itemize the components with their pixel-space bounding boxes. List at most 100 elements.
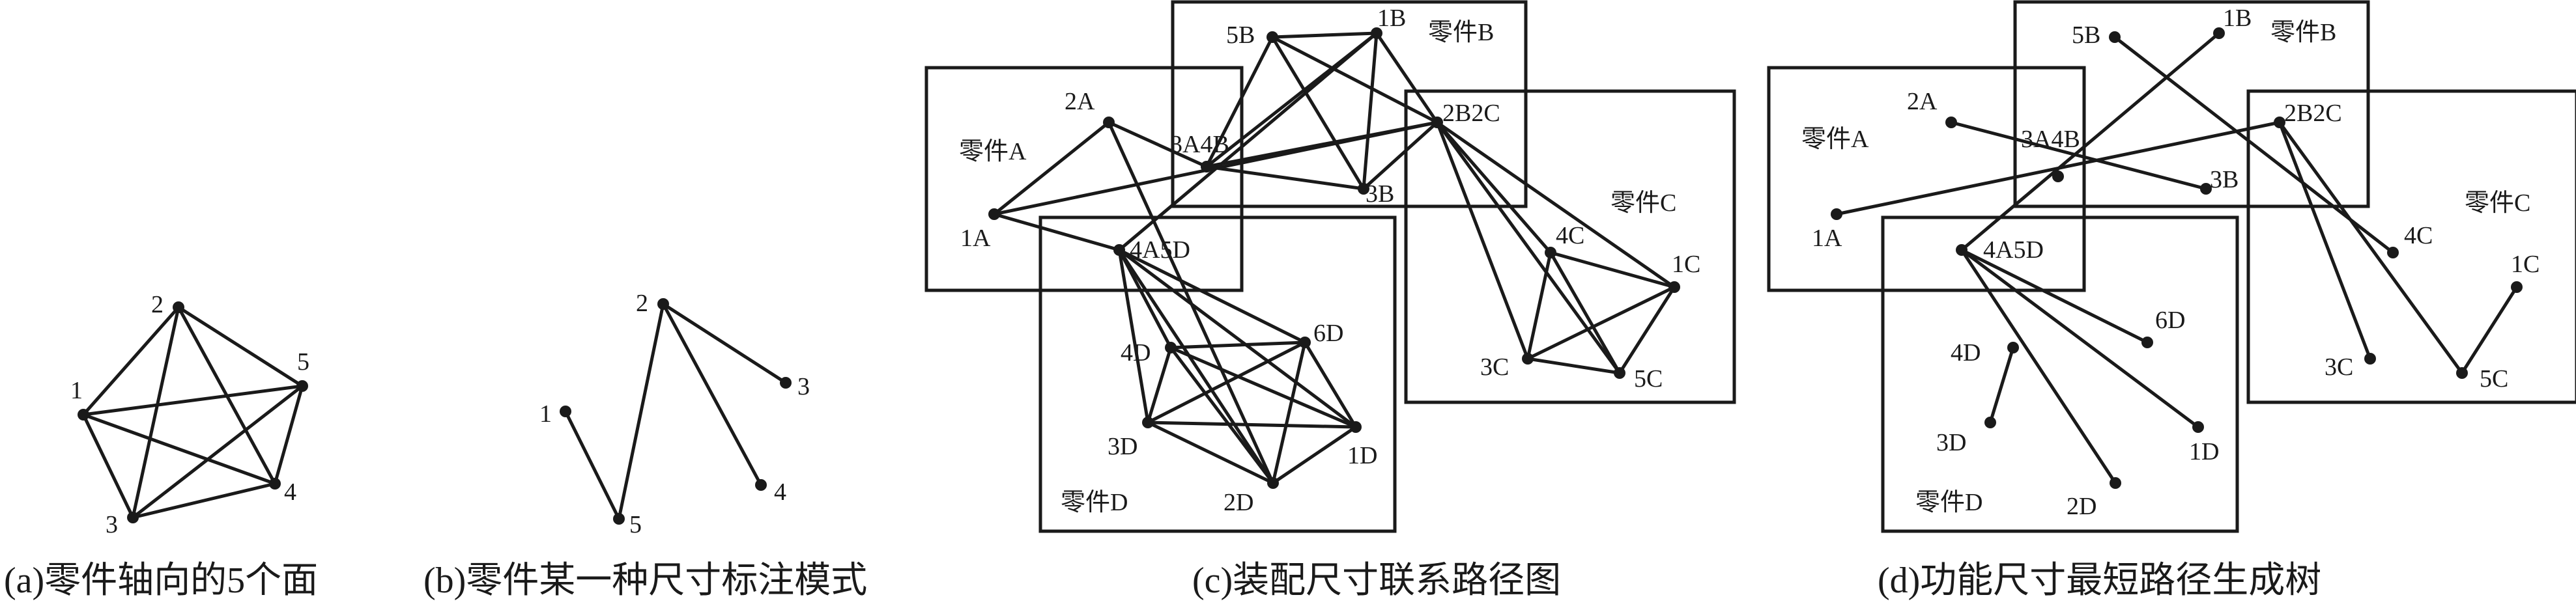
edge-3A4B-3B [1206, 165, 1364, 191]
panel-d-part-boxes [1767, 0, 2576, 533]
tree-edge-4A5D-6D [1960, 248, 2149, 344]
node-c-2A-label: 2A [1065, 88, 1095, 115]
node-d-3B [2200, 183, 2212, 195]
node-b-5 [613, 513, 625, 525]
node-c-3B [1358, 183, 1369, 195]
node-d-4D [2007, 342, 2019, 353]
node-c-4D [1165, 342, 1177, 353]
panel-c-labels: 零件A 零件B 零件C 零件D 1A 2A 3A4B 5B 1B 2B2C 3B… [959, 5, 1700, 516]
node-d-3B-label: 3B [2210, 166, 2239, 193]
edge-b-1-5 [564, 410, 621, 520]
edge-1C-3C [1526, 285, 1676, 361]
edge-2B2C-5C [1435, 121, 1622, 374]
edge-2-4 [177, 306, 277, 485]
edge-2B2C-4C [1436, 121, 1552, 254]
tree-edge-2A-3B [1951, 120, 2207, 191]
edge-6D-3D [1147, 340, 1306, 424]
edge-1-3 [81, 413, 135, 519]
node-a-4 [269, 478, 281, 490]
edge-5B-3A4B [1205, 36, 1274, 168]
node-a-1 [78, 409, 89, 421]
part-b-label-d: 零件B [2270, 19, 2336, 46]
part-b-box-d [2013, 0, 2370, 208]
node-c-2A [1103, 117, 1115, 128]
panel-c-edges [993, 31, 1676, 485]
node-d-4A5D [1956, 244, 1968, 256]
node-c-2B2C-label: 2B2C [1442, 100, 1500, 127]
part-d-label: 零件D [1061, 489, 1128, 516]
node-d-4D-label: 4D [1951, 339, 1981, 366]
edge-3-5 [132, 385, 304, 519]
edge-b-2-3 [662, 302, 787, 385]
node-c-5B-label: 5B [1226, 21, 1255, 49]
panel-a-edges [81, 305, 304, 519]
edge-3-4 [132, 482, 276, 519]
part-d-label-d: 零件D [1915, 489, 1982, 516]
node-c-3C [1522, 353, 1534, 365]
edge-4-5 [273, 385, 304, 484]
node-d-1A [1831, 208, 1842, 220]
edge-1C-5C [1618, 286, 1676, 374]
edge-3D-1D [1147, 421, 1356, 429]
tree-edge-5C-1C [2460, 286, 2519, 374]
node-d-2A [1945, 117, 1957, 128]
node-c-1B [1371, 27, 1382, 39]
edge-b-5-2 [617, 303, 665, 519]
node-c-2B2C [1431, 117, 1443, 128]
edge-4C-3C [1526, 252, 1553, 359]
node-d-5B-label: 5B [2072, 21, 2100, 49]
node-a-4-label: 4 [284, 478, 296, 506]
node-d-4C-label: 4C [2404, 222, 2433, 249]
node-c-1D [1350, 421, 1362, 433]
node-b-5-label: 5 [629, 511, 642, 538]
panel-c-nodes [988, 27, 1680, 489]
node-a-1-label: 1 [70, 377, 83, 404]
edge-1-4 [83, 413, 276, 486]
edge-4A5D-1D [1118, 248, 1357, 429]
node-c-4D-label: 4D [1121, 339, 1151, 366]
edge-4D-2D [1169, 346, 1274, 484]
edge-2B2C-3C [1435, 122, 1530, 359]
node-c-5B [1267, 31, 1278, 43]
node-b-1 [560, 406, 571, 417]
tree-edge-4A5D-1D [1960, 248, 2199, 429]
edge-1B-3B [1362, 33, 1379, 189]
edge-4A5D-3D [1117, 249, 1150, 423]
edge-1A-4A5D [994, 212, 1120, 252]
node-d-1C [2511, 281, 2523, 293]
tree-edge-4D-3D [1988, 347, 2015, 423]
node-d-4A5D-label: 4A5D [1983, 236, 2044, 264]
node-c-6D [1299, 337, 1311, 348]
panel-c: 零件A 零件B 零件C 零件D 1A 2A 3A4B 5B 1B 2B2C 3B… [924, 0, 1736, 601]
node-d-2D-label: 2D [2067, 493, 2097, 520]
panel-d-caption: (d)功能尺寸最短路径生成树 [1878, 560, 2321, 601]
node-c-3B-label: 3B [1366, 180, 1394, 208]
part-c-label: 零件C [1610, 189, 1676, 217]
edge-3A4B-2B2C [1206, 120, 1438, 169]
part-b-label: 零件B [1428, 19, 1494, 46]
node-d-3D-label: 3D [1936, 429, 1966, 456]
node-d-1B [2213, 27, 2225, 39]
edge-4A5D-4D [1117, 249, 1173, 349]
node-c-5C [1614, 367, 1625, 379]
edge-b-2-4 [661, 303, 763, 486]
node-a-3-label: 3 [106, 511, 118, 538]
node-b-1-label: 1 [539, 400, 552, 428]
part-c-box [1404, 89, 1736, 404]
node-d-3C-label: 3C [2325, 353, 2353, 381]
panel-d-edges [1836, 32, 2519, 484]
part-a-box [924, 66, 1244, 292]
edge-3D-2D [1147, 421, 1274, 485]
node-c-4C-label: 4C [1556, 222, 1584, 249]
part-c-label-d: 零件C [2465, 189, 2530, 217]
node-b-2 [657, 298, 669, 310]
edge-3B-2B2C [1362, 121, 1438, 190]
node-a-5 [296, 380, 308, 392]
edge-4A5D-2D [1117, 249, 1275, 484]
edge-1A-2A [993, 121, 1110, 215]
node-c-2D-label: 2D [1224, 489, 1253, 516]
node-d-2B2C [2274, 117, 2285, 128]
node-b-4 [755, 479, 767, 491]
node-a-5-label: 5 [297, 348, 309, 376]
